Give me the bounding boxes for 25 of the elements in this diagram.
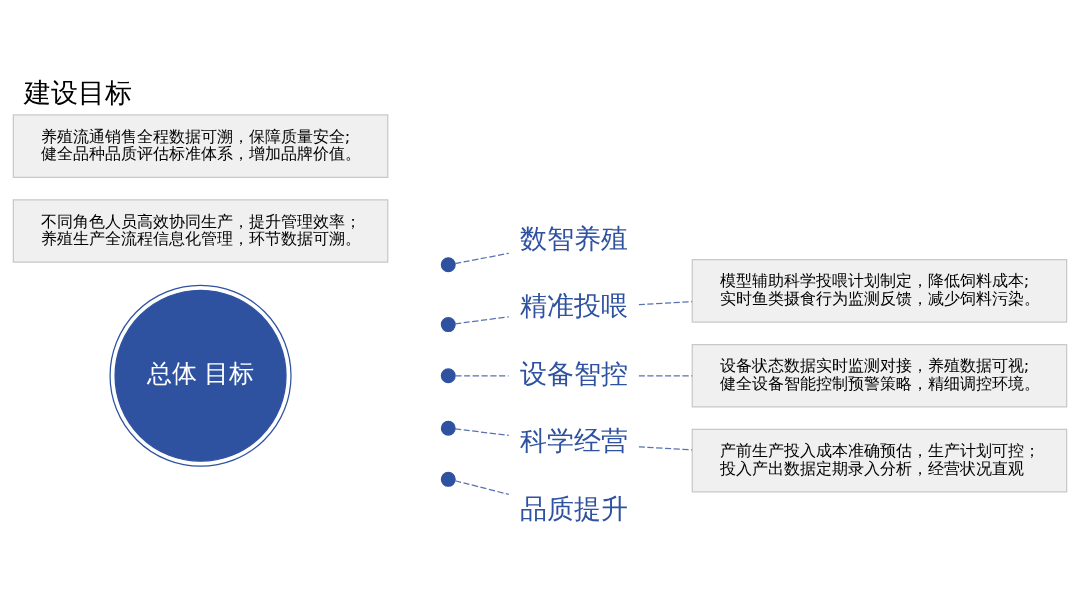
node-circle [440,257,456,273]
node-box: 不同角色人员高效协同生产，提升管理效率； 养殖生产全流程信息化管理，环节数据可溯。 [12,199,389,263]
node-text: 精准投喂 [519,290,628,322]
node-circle [440,471,456,487]
connector [638,375,693,377]
connector [638,301,693,306]
node-text: 科学经营 [519,425,628,457]
node-box: 模型辅助科学投喂计划制定，降低饲料成本; 实时鱼类摄食行为监测反馈，减少饲料污染。 [691,259,1068,323]
node-circle: 总体 目标 [109,284,292,467]
connector [454,316,510,325]
connector [454,480,510,495]
connector [454,428,510,436]
node-text: 设备智控 [519,357,628,389]
node-box: 养殖流通销售全程数据可溯，保障质量安全; 健全品种品质评估标准体系，增加品牌价值。 [12,114,389,178]
node-circle [440,368,456,384]
connector [454,252,510,265]
diagram-title: 建设目标 [24,76,133,108]
connector [454,375,510,377]
node-circle [440,420,456,436]
node-circle [440,317,456,333]
connector [638,446,693,451]
node-box: 设备状态数据实时监测对接，养殖数据可视; 健全设备智能控制预警策略，精细调控环境。 [691,343,1068,408]
node-box: 产前生产投入成本准确预估，生产计划可控； 投入产出数据定期录入分析，经营状况直观 [691,428,1068,493]
node-text: 品质提升 [519,492,628,524]
node-text: 数智养殖 [519,222,628,254]
